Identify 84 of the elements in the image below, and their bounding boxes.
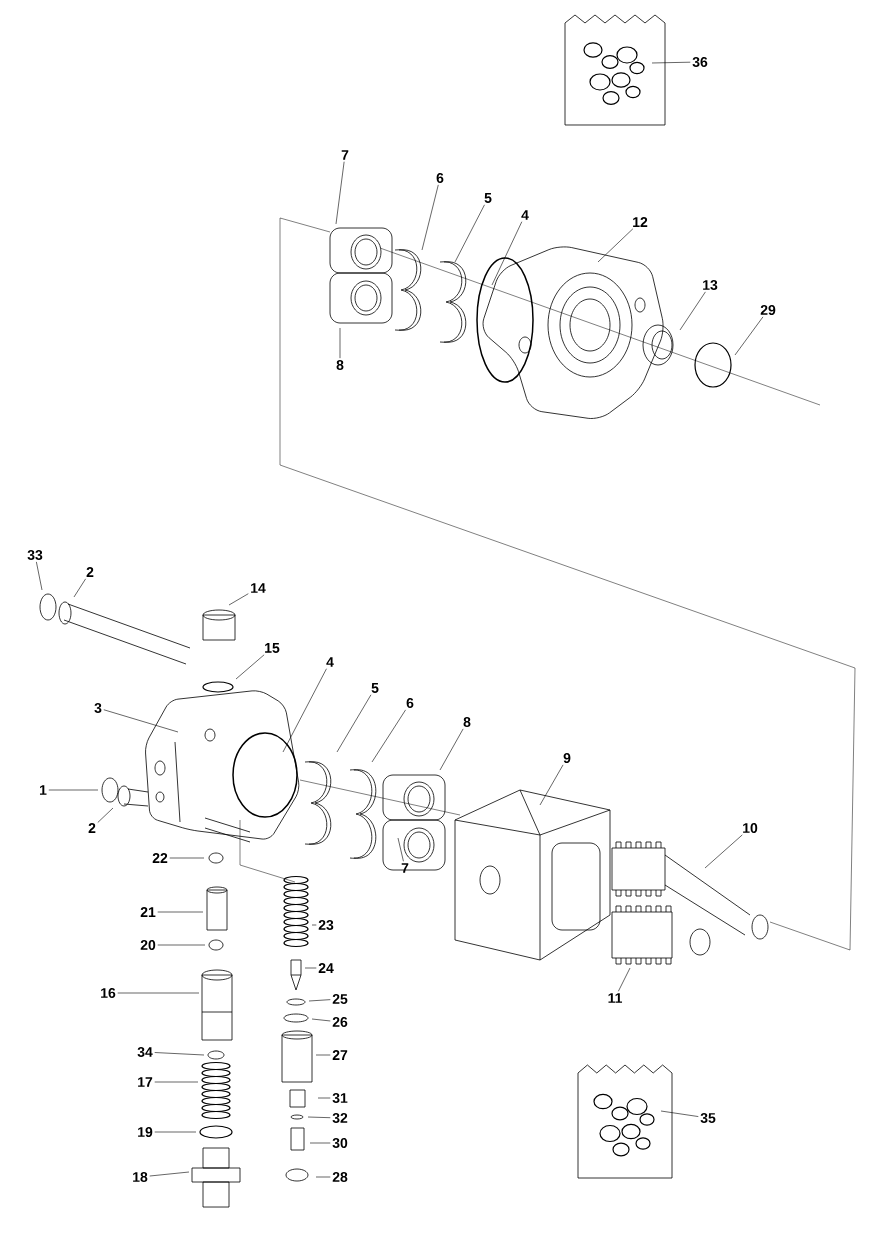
leader-line [48, 789, 99, 791]
callout-number: 19 [138, 1127, 153, 1137]
leader-line [157, 944, 206, 946]
callout-number: 36 [692, 57, 708, 67]
callout-number: 16 [101, 988, 116, 998]
callout-number: 21 [140, 907, 156, 917]
leader-line [228, 593, 249, 606]
leader-line [397, 837, 404, 862]
leader-line [235, 654, 265, 680]
leader-line [282, 668, 327, 753]
callout-number: 27 [332, 1050, 348, 1060]
callout-number: 2 [86, 567, 94, 577]
callout-number: 10 [743, 823, 758, 833]
leader-line [97, 807, 114, 823]
callout-number: 8 [336, 360, 344, 370]
leader-line [421, 184, 439, 251]
callout-number: 7 [341, 150, 349, 160]
leader-line [679, 291, 706, 331]
leader-line [335, 161, 345, 225]
leader-line [157, 911, 204, 913]
leader-line [154, 1052, 205, 1056]
leader-line [311, 1018, 331, 1022]
callout-number: 28 [332, 1172, 348, 1182]
callout-number: 6 [436, 173, 444, 183]
callout-number: 15 [265, 643, 280, 653]
leader-line [734, 316, 764, 356]
callout-number: 20 [140, 940, 156, 950]
callout-number: 34 [137, 1047, 153, 1057]
callout-number: 5 [371, 683, 379, 693]
callout-number: 3 [94, 703, 102, 713]
callout-number: 11 [608, 993, 623, 1003]
callout-number: 24 [318, 963, 334, 973]
leader-line [309, 1142, 331, 1144]
callout-number: 25 [332, 994, 348, 1004]
leader-line [315, 1054, 331, 1056]
leader-line [439, 728, 464, 771]
callout-number: 23 [318, 920, 334, 930]
leader-line [539, 764, 564, 806]
callout-number: 4 [521, 210, 529, 220]
leader-line [154, 1131, 197, 1133]
callout-number: 29 [760, 305, 776, 315]
callout-number: 22 [152, 853, 168, 863]
leader-line [454, 204, 485, 263]
leader-line [618, 967, 631, 992]
callout-number: 6 [406, 698, 414, 708]
callout-number: 30 [332, 1138, 348, 1148]
leader-line [304, 967, 317, 969]
callout-number: 35 [700, 1113, 716, 1123]
leader-line [597, 228, 634, 263]
leader-line [317, 1097, 331, 1099]
callout-number: 31 [332, 1093, 348, 1103]
leader-line [149, 1171, 190, 1177]
leader-line [103, 709, 179, 733]
leader-line [491, 221, 523, 286]
leader-line [36, 561, 43, 591]
callout-number: 9 [563, 753, 571, 763]
callout-number: 7 [401, 863, 409, 873]
callout-number: 12 [633, 217, 648, 227]
callout-number: 18 [133, 1172, 148, 1182]
leader-line [308, 999, 331, 1002]
leader-line [651, 61, 691, 64]
callout-number: 2 [88, 823, 96, 833]
callout-number: 13 [703, 280, 718, 290]
callout-number: 4 [326, 657, 334, 667]
leader-line [73, 578, 86, 598]
callout-number: 1 [40, 785, 47, 795]
leader-line [154, 1081, 199, 1083]
callout-number: 33 [27, 550, 43, 560]
leader-line [117, 992, 200, 994]
leader-line [307, 1116, 331, 1118]
callout-number: 5 [484, 193, 492, 203]
leader-line [660, 1110, 699, 1117]
callout-number: 32 [332, 1113, 348, 1123]
leader-line [371, 709, 406, 763]
callout-number: 8 [463, 717, 471, 727]
leader-line [336, 694, 372, 753]
callout-number: 26 [332, 1017, 348, 1027]
leader-line [339, 327, 341, 359]
callout-number: 14 [251, 583, 266, 593]
leader-line [169, 857, 205, 859]
leader-line [311, 924, 317, 926]
leader-line [704, 834, 743, 869]
callout-number: 17 [138, 1077, 153, 1087]
leader-line [315, 1176, 331, 1178]
